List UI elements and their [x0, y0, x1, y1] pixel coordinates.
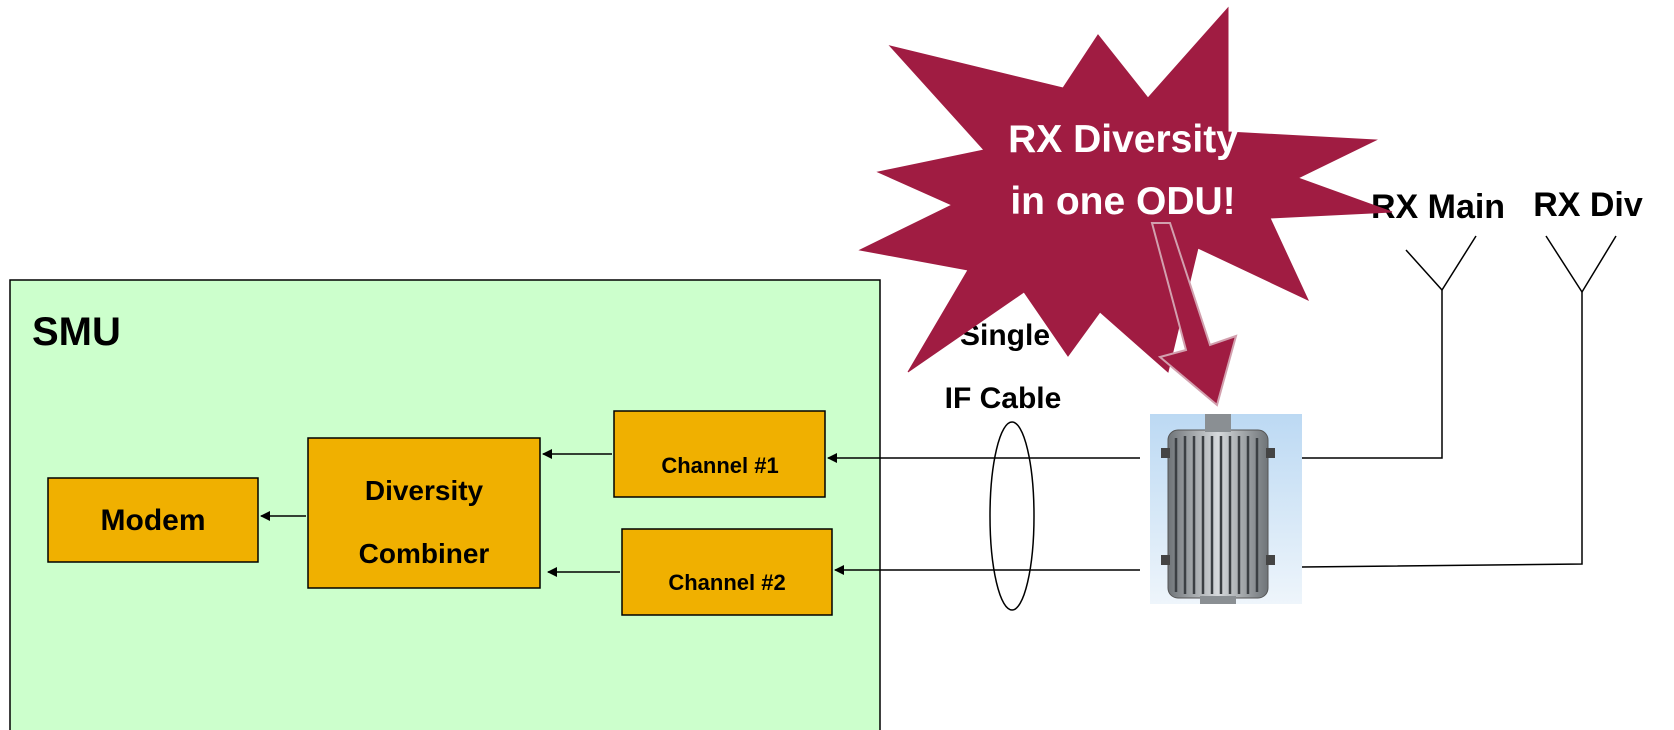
combiner-label-line2: Combiner [359, 538, 490, 569]
callout-starburst [858, 6, 1393, 373]
callout-line2: in one ODU! [1010, 180, 1235, 223]
smu-title: SMU [32, 310, 121, 354]
channel2-label: Channel #2 [668, 570, 785, 595]
rx-div-feed-line [1301, 292, 1583, 568]
channel2-block [621, 528, 833, 616]
channel1-label: Channel #1 [661, 453, 778, 478]
rx-div-label: RX Div [1533, 186, 1643, 224]
rx-main-label: RX Main [1371, 188, 1505, 226]
odu-image [1150, 414, 1302, 604]
rx-div-antenna-icon [1545, 235, 1617, 294]
channel1-block [613, 410, 826, 498]
callout-pointer-arrow [1150, 222, 1238, 407]
combiner-block [307, 437, 541, 589]
cable-label-line2: IF Cable [945, 382, 1062, 415]
cable-bundle-ellipse [989, 421, 1035, 611]
rx-main-antenna-icon [1405, 235, 1477, 292]
combiner-label-line1: Diversity [365, 475, 484, 506]
modem-label: Modem [101, 504, 206, 537]
callout-line1: RX Diversity [1008, 118, 1238, 161]
modem-block [47, 477, 259, 563]
rx-main-feed-line [1302, 290, 1443, 459]
